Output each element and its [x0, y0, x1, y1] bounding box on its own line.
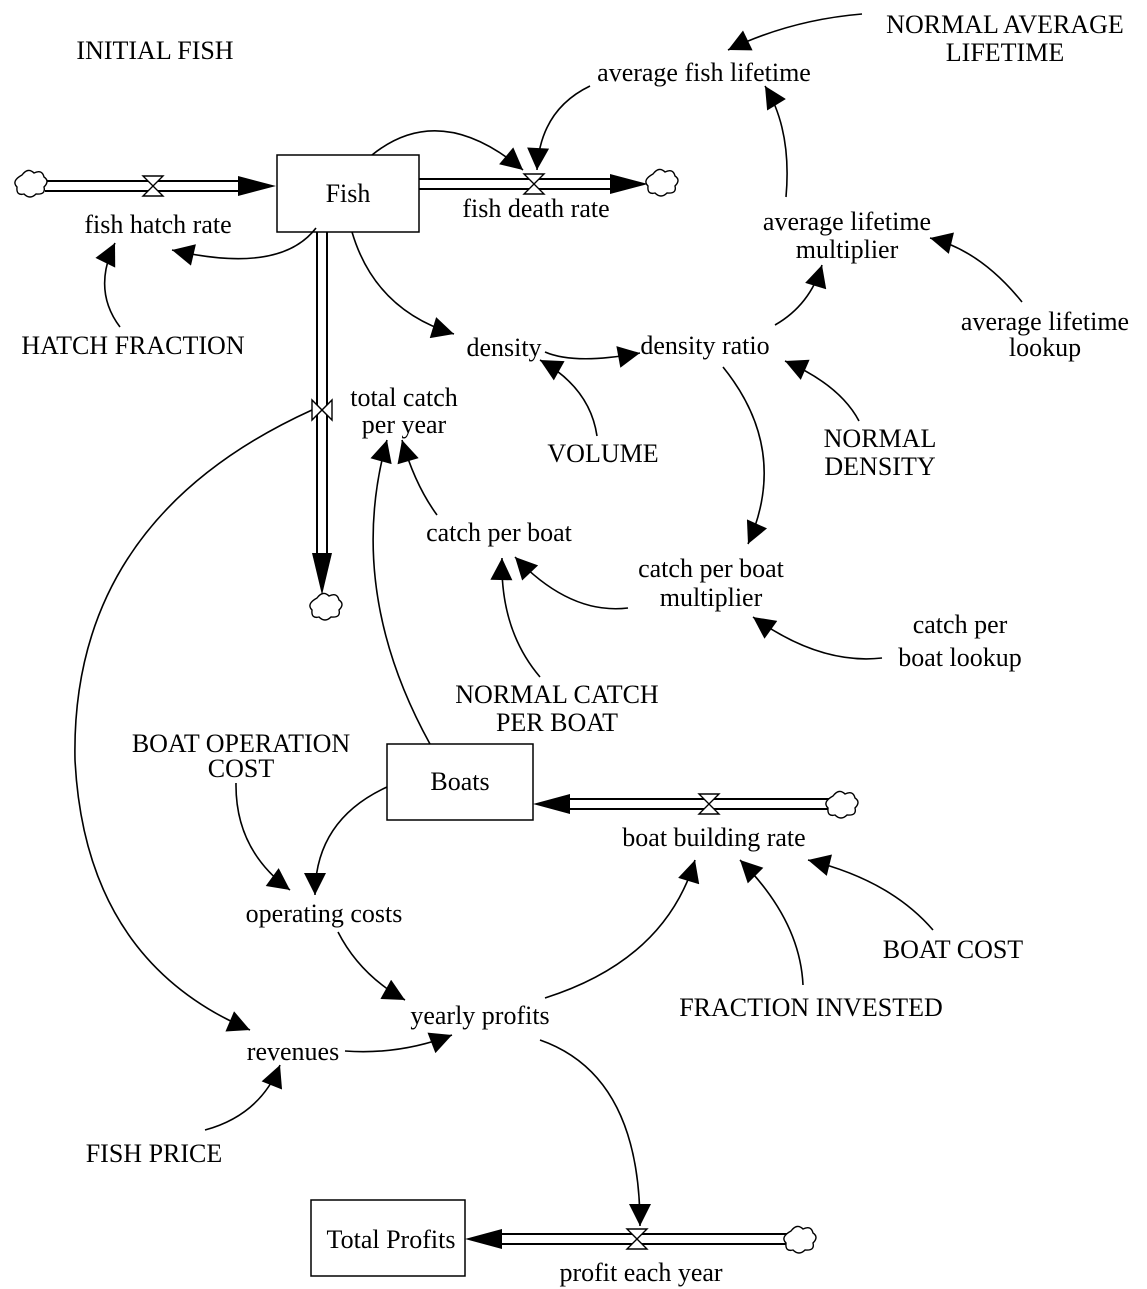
link-avg-lifetime-to-death [527, 85, 591, 171]
label-total-catch-per-year-2: per year [362, 410, 447, 439]
label-normal-average-lifetime-1: NORMAL AVERAGE [886, 10, 1124, 39]
label-normal-average-lifetime-2: LIFETIME [946, 38, 1064, 67]
label-average-lifetime-lookup-1: average lifetime [961, 307, 1129, 336]
label-catch-per-boat-multiplier-1: catch per boat [638, 554, 785, 583]
label-normal-catch-per-boat-1: NORMAL CATCH [455, 680, 659, 709]
cloud-source-boats [825, 790, 859, 819]
label-yearly-profits: yearly profits [410, 1001, 549, 1030]
link-catch-multiplier-to-catch-per-boat [514, 556, 629, 610]
label-boat-operation-cost-1: BOAT OPERATION [132, 729, 351, 758]
label-catch-per-boat-lookup-2: boat lookup [898, 643, 1022, 672]
flow-pipe-fish-hatch [45, 176, 276, 196]
link-boats-to-total-catch [370, 439, 431, 745]
label-average-lifetime-multiplier-1: average lifetime [763, 207, 931, 236]
flow-pipe-profit [465, 1229, 788, 1249]
label-stock-boats: Boats [430, 767, 489, 796]
label-operating-costs: operating costs [246, 899, 403, 928]
flow-pipe-boat-building [533, 794, 830, 814]
valve-boat-building [697, 793, 721, 815]
label-density: density [466, 333, 541, 362]
link-catch-per-boat-to-total-catch [397, 439, 438, 516]
valve-total-catch [311, 398, 333, 422]
label-fish-price: FISH PRICE [86, 1139, 223, 1168]
valve-fish-death [522, 173, 546, 195]
link-density-ratio-to-catch-multiplier [722, 366, 768, 545]
stock-boats-box [386, 743, 534, 821]
cloud-sink-catch [309, 592, 343, 621]
cloud-source-profit [783, 1225, 817, 1254]
link-boat-cost-to-boat-building [807, 854, 934, 931]
stock-total-profits-box [310, 1199, 466, 1277]
cloud-source-hatch [14, 169, 48, 198]
link-yearly-profits-to-boat-building [544, 859, 700, 999]
valve-fish-hatch [141, 175, 165, 197]
label-fraction-invested: FRACTION INVESTED [679, 993, 943, 1022]
label-initial-fish: INITIAL FISH [76, 36, 233, 65]
link-density-ratio-to-multiplier [774, 264, 827, 326]
link-fish-to-death [371, 130, 524, 171]
link-lifetime-lookup-to-multiplier [929, 232, 1023, 303]
link-boats-to-operating-costs [304, 786, 388, 896]
link-yearly-profits-to-profit [539, 1039, 651, 1227]
link-multiplier-to-avg-lifetime [764, 85, 788, 198]
flow-pipe-fish-death [419, 174, 648, 194]
link-fish-to-hatch [171, 227, 317, 266]
valve-profit [625, 1228, 649, 1250]
label-normal-density-1: NORMAL [824, 424, 937, 453]
stock-fish-box [276, 154, 420, 233]
link-normal-catch-to-catch-per-boat [490, 557, 541, 678]
link-normal-density-to-density-ratio [784, 359, 860, 422]
label-stock-fish: Fish [326, 179, 371, 208]
label-boat-cost: BOAT COST [883, 935, 1024, 964]
label-average-lifetime-lookup-2: lookup [1009, 333, 1081, 362]
label-boat-building-rate: boat building rate [622, 823, 805, 852]
link-fish-to-density [351, 231, 455, 339]
link-operating-costs-to-yearly-profits [337, 931, 406, 1001]
label-catch-per-boat-lookup-1: catch per [913, 610, 1008, 639]
link-catch-lookup-to-catch-multiplier [752, 616, 883, 660]
label-revenues: revenues [247, 1037, 339, 1066]
label-catch-per-boat: catch per boat [426, 518, 573, 547]
link-revenues-to-yearly-profits [344, 1032, 453, 1054]
label-fish-hatch-rate: fish hatch rate [84, 210, 231, 239]
label-fish-death-rate: fish death rate [462, 194, 609, 223]
label-stock-total-profits: Total Profits [327, 1225, 456, 1254]
link-fraction-invested-to-boat-building [739, 859, 804, 986]
link-boat-op-cost-to-operating-costs [235, 782, 291, 891]
label-density-ratio: density ratio [640, 331, 769, 360]
link-volume-to-density [539, 359, 598, 437]
label-hatch-fraction: HATCH FRACTION [21, 331, 244, 360]
link-fish-price-to-revenues [204, 1064, 283, 1131]
label-profit-each-year: profit each year [559, 1258, 722, 1287]
label-average-lifetime-multiplier-2: multiplier [796, 235, 899, 264]
label-boat-operation-cost-2: COST [208, 754, 275, 783]
link-total-catch-to-revenues [74, 409, 313, 1032]
link-density-to-density-ratio [544, 346, 641, 368]
label-normal-catch-per-boat-2: PER BOAT [496, 708, 618, 737]
label-volume: VOLUME [547, 439, 658, 468]
link-normal-lifetime-to-avg-lifetime [727, 13, 863, 51]
cloud-sink-death [645, 168, 679, 197]
label-catch-per-boat-multiplier-2: multiplier [660, 583, 763, 612]
label-total-catch-per-year-1: total catch [350, 383, 458, 412]
label-normal-density-2: DENSITY [824, 452, 935, 481]
link-hatch-fraction-to-hatch [95, 242, 121, 328]
label-average-fish-lifetime: average fish lifetime [597, 58, 811, 87]
flow-pipe-total-catch [312, 232, 332, 595]
